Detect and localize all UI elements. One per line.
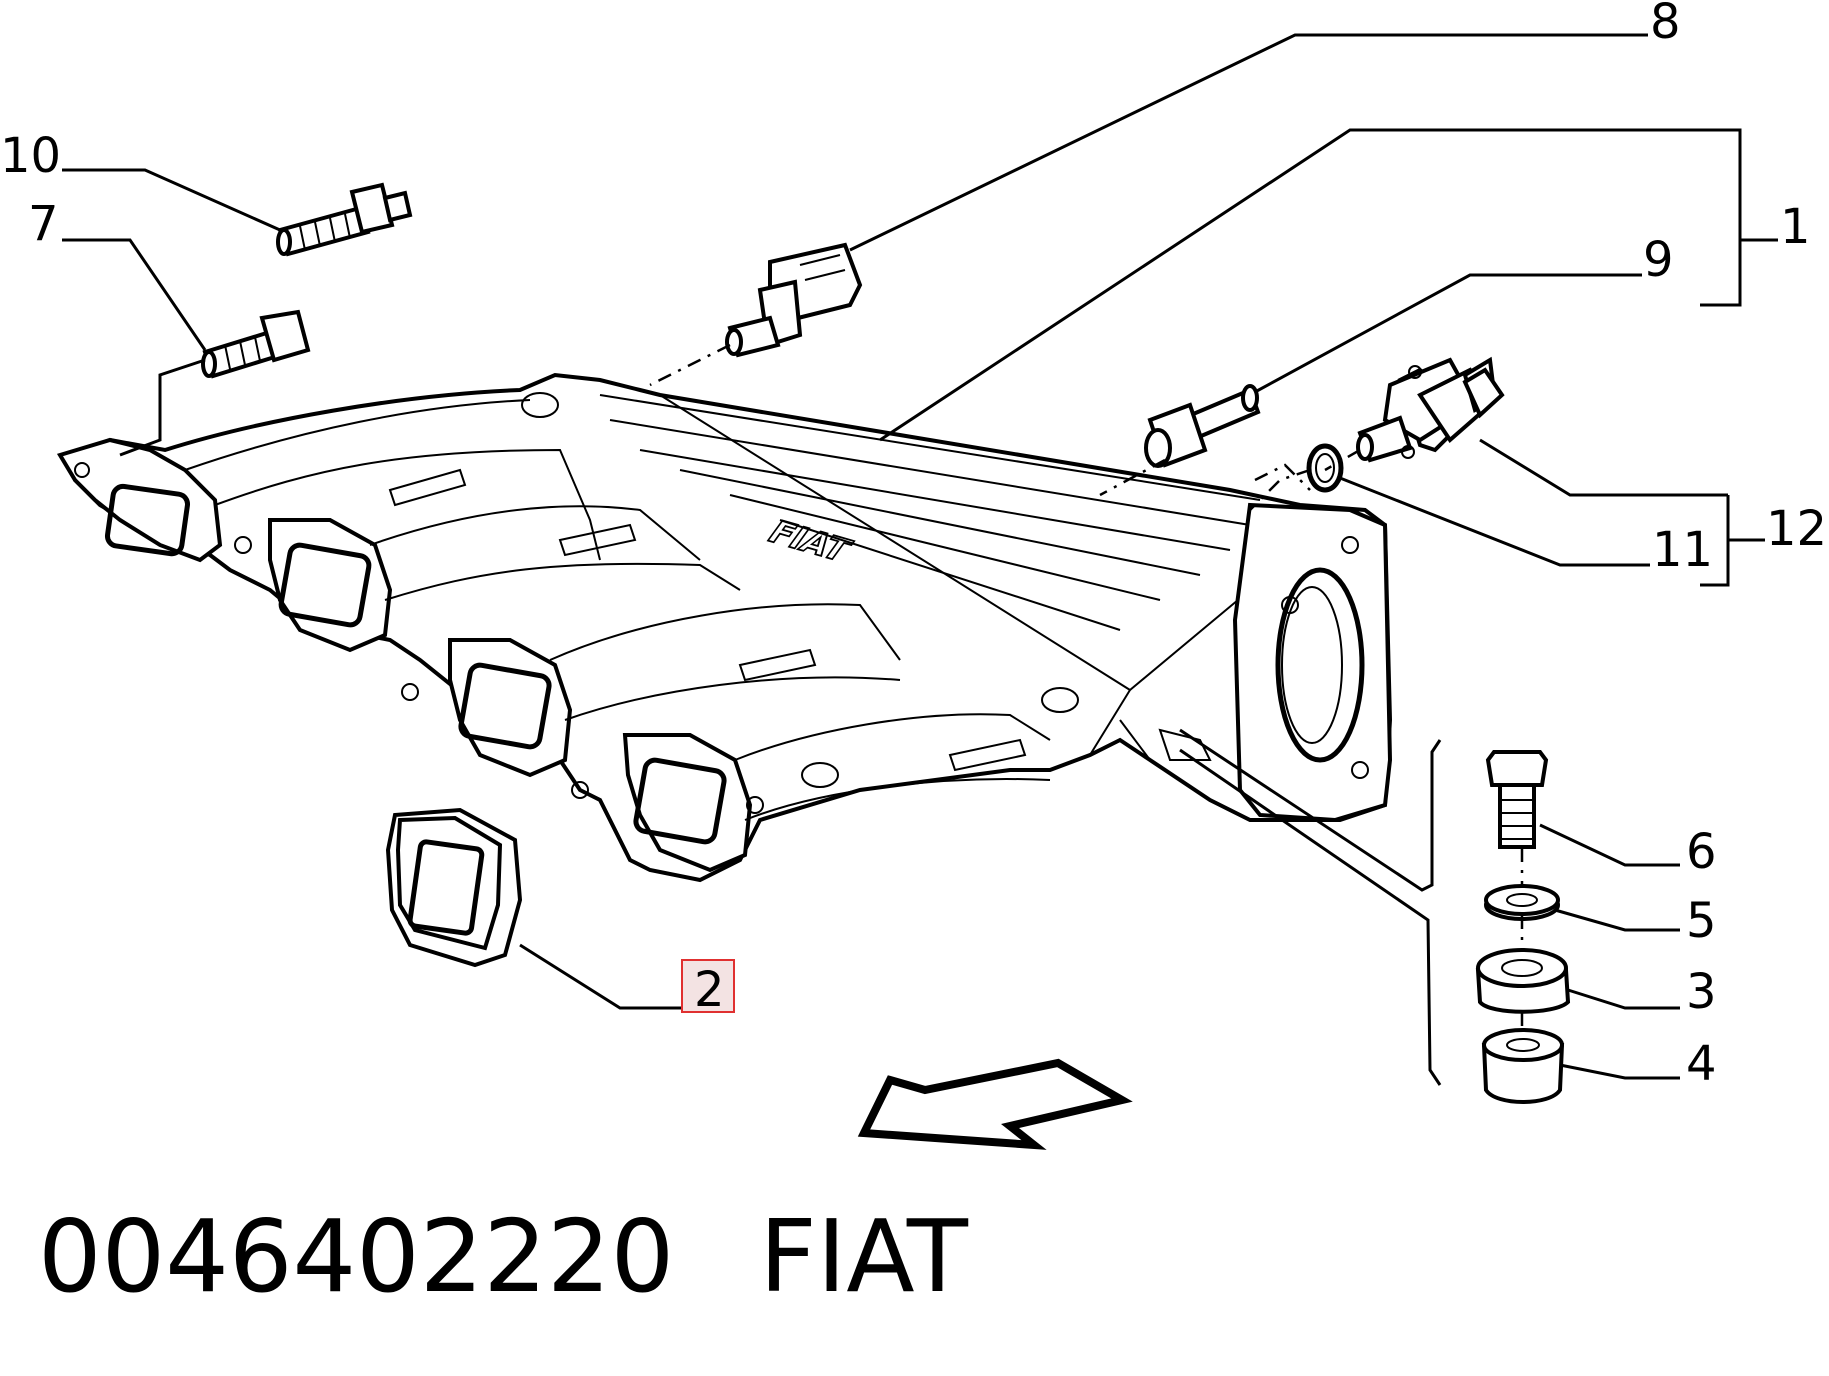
brand-name: FIAT xyxy=(759,1198,968,1315)
callout-12: 12 xyxy=(1766,501,1827,557)
fitting-part-9 xyxy=(1144,384,1261,468)
leader-lines xyxy=(62,33,1778,1086)
callout-5: 5 xyxy=(1686,893,1717,949)
sensor-part-8 xyxy=(725,242,863,358)
nut-part-3 xyxy=(1475,948,1571,1014)
callout-1: 1 xyxy=(1780,199,1811,255)
callout-3: 3 xyxy=(1686,964,1717,1020)
callout-9: 9 xyxy=(1643,232,1674,288)
washer-part-5 xyxy=(1484,884,1560,921)
callout-4: 4 xyxy=(1686,1036,1717,1092)
gasket-part-2 xyxy=(385,807,523,968)
o-ring-part-11 xyxy=(1306,443,1344,493)
callout-11: 11 xyxy=(1652,522,1713,578)
intake-manifold: FIAT xyxy=(56,372,1393,883)
bolt-part-6 xyxy=(1485,750,1549,849)
stud-part-10 xyxy=(276,182,413,257)
part-caption: 0046402220 FIAT xyxy=(38,1198,968,1315)
callout-labels: 8 10 7 1 9 12 11 6 5 3 4 2 xyxy=(0,0,1827,1092)
callout-6: 6 xyxy=(1686,824,1717,880)
cap-nut-part-4 xyxy=(1481,1028,1565,1104)
callout-2: 2 xyxy=(694,962,725,1018)
callout-2-highlight xyxy=(681,959,735,1013)
direction-arrow xyxy=(857,1058,1133,1150)
part-number: 0046402220 xyxy=(38,1198,675,1315)
callout-8: 8 xyxy=(1650,0,1681,50)
callout-7: 7 xyxy=(28,196,59,252)
callout-10: 10 xyxy=(0,128,61,184)
idle-valve-part-12 xyxy=(1356,356,1505,463)
assembly-dashed-lines xyxy=(649,343,1524,1030)
bolt-part-7 xyxy=(201,309,311,379)
